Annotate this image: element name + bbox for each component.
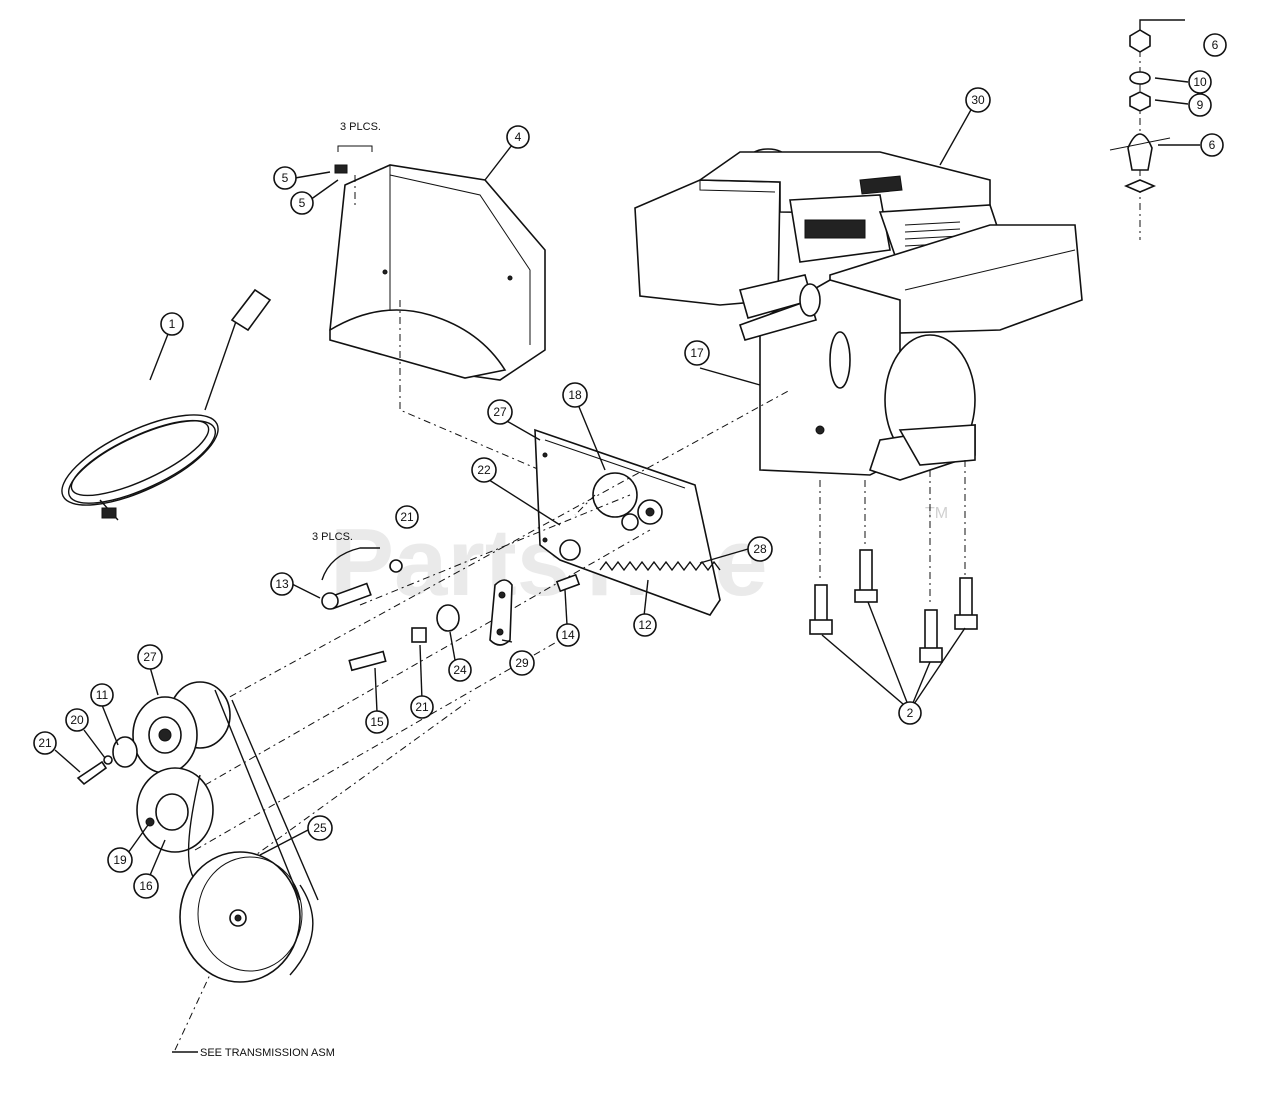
svg-text:2: 2 [907,706,914,720]
svg-text:22: 22 [477,463,491,477]
callout-11: 11 [90,683,114,707]
note-3-plcs-left: 3 PLCS. [312,531,353,543]
svg-text:5: 5 [282,171,289,185]
callout-27a: 27 [487,399,513,425]
callout-28: 28 [747,536,773,562]
svg-text:1: 1 [169,317,176,331]
callout-5b: 5 [290,191,314,215]
svg-text:29: 29 [515,656,529,670]
callout-19: 19 [107,847,133,873]
callout-25: 25 [307,815,333,841]
note-see-transmission: SEE TRANSMISSION ASM [200,1047,335,1059]
svg-text:6: 6 [1209,138,1216,152]
svg-text:9: 9 [1197,98,1204,112]
svg-text:4: 4 [515,130,522,144]
alignment-lines [174,389,791,1051]
callout-16: 16 [133,873,159,899]
callout-20: 20 [65,708,89,732]
svg-text:25: 25 [313,821,327,835]
svg-text:21: 21 [400,510,414,524]
hardware-stack [1109,19,1185,240]
callout-2: 2 [898,701,922,725]
leader-lines [54,77,1200,881]
callout-22: 22 [471,457,497,483]
svg-text:18: 18 [568,388,582,402]
svg-text:28: 28 [753,542,767,556]
callout-30: 30 [965,87,991,113]
svg-text:27: 27 [493,405,507,419]
callout-10: 10 [1188,70,1212,94]
svg-text:6: 6 [1212,38,1219,52]
callout-17: 17 [684,340,710,366]
callout-12: 12 [633,613,657,637]
tension-spring [599,560,721,572]
svg-text:16: 16 [139,879,153,893]
svg-text:12: 12 [638,618,652,632]
pulley-cover [294,145,546,471]
callout-1: 1 [160,312,184,336]
svg-text:20: 20 [70,713,84,727]
svg-text:11: 11 [96,688,109,702]
small-hardware [321,559,581,672]
svg-text:15: 15 [370,715,384,729]
svg-text:21: 21 [415,700,429,714]
svg-text:27: 27 [143,650,157,664]
svg-text:10: 10 [1193,75,1207,89]
svg-text:13: 13 [275,577,289,591]
power-cord [61,288,272,521]
callout-4: 4 [506,125,530,149]
svg-text:5: 5 [299,196,306,210]
svg-text:14: 14 [561,628,575,642]
svg-text:19: 19 [113,853,127,867]
callout-27b: 27 [137,644,163,670]
callout-6a: 6 [1203,33,1227,57]
svg-text:17: 17 [690,346,704,360]
pulley-assembly [76,681,319,983]
callout-18: 18 [562,382,588,408]
callout-21a: 21 [395,505,419,529]
svg-text:21: 21 [38,736,52,750]
idler-arm [489,579,513,646]
note-3-plcs-brace [321,547,380,581]
callout-21b: 21 [410,695,434,719]
callout-6b: 6 [1200,133,1224,157]
callout-21c: 21 [33,731,57,755]
callout-24: 24 [448,658,472,682]
note-3-plcs-top: 3 PLCS. [340,121,381,133]
watermark-trademark: TM [925,505,948,522]
svg-text:24: 24 [453,663,467,677]
callout-15: 15 [365,710,389,734]
svg-text:30: 30 [971,93,985,107]
engine-illustration [634,148,1083,481]
callout-9: 9 [1188,93,1212,117]
callout-5a: 5 [273,166,297,190]
callout-13a: 13 [270,572,294,596]
engine-mount-bolts [809,460,978,711]
callout-14: 14 [556,623,580,647]
callout-29: 29 [509,650,535,676]
